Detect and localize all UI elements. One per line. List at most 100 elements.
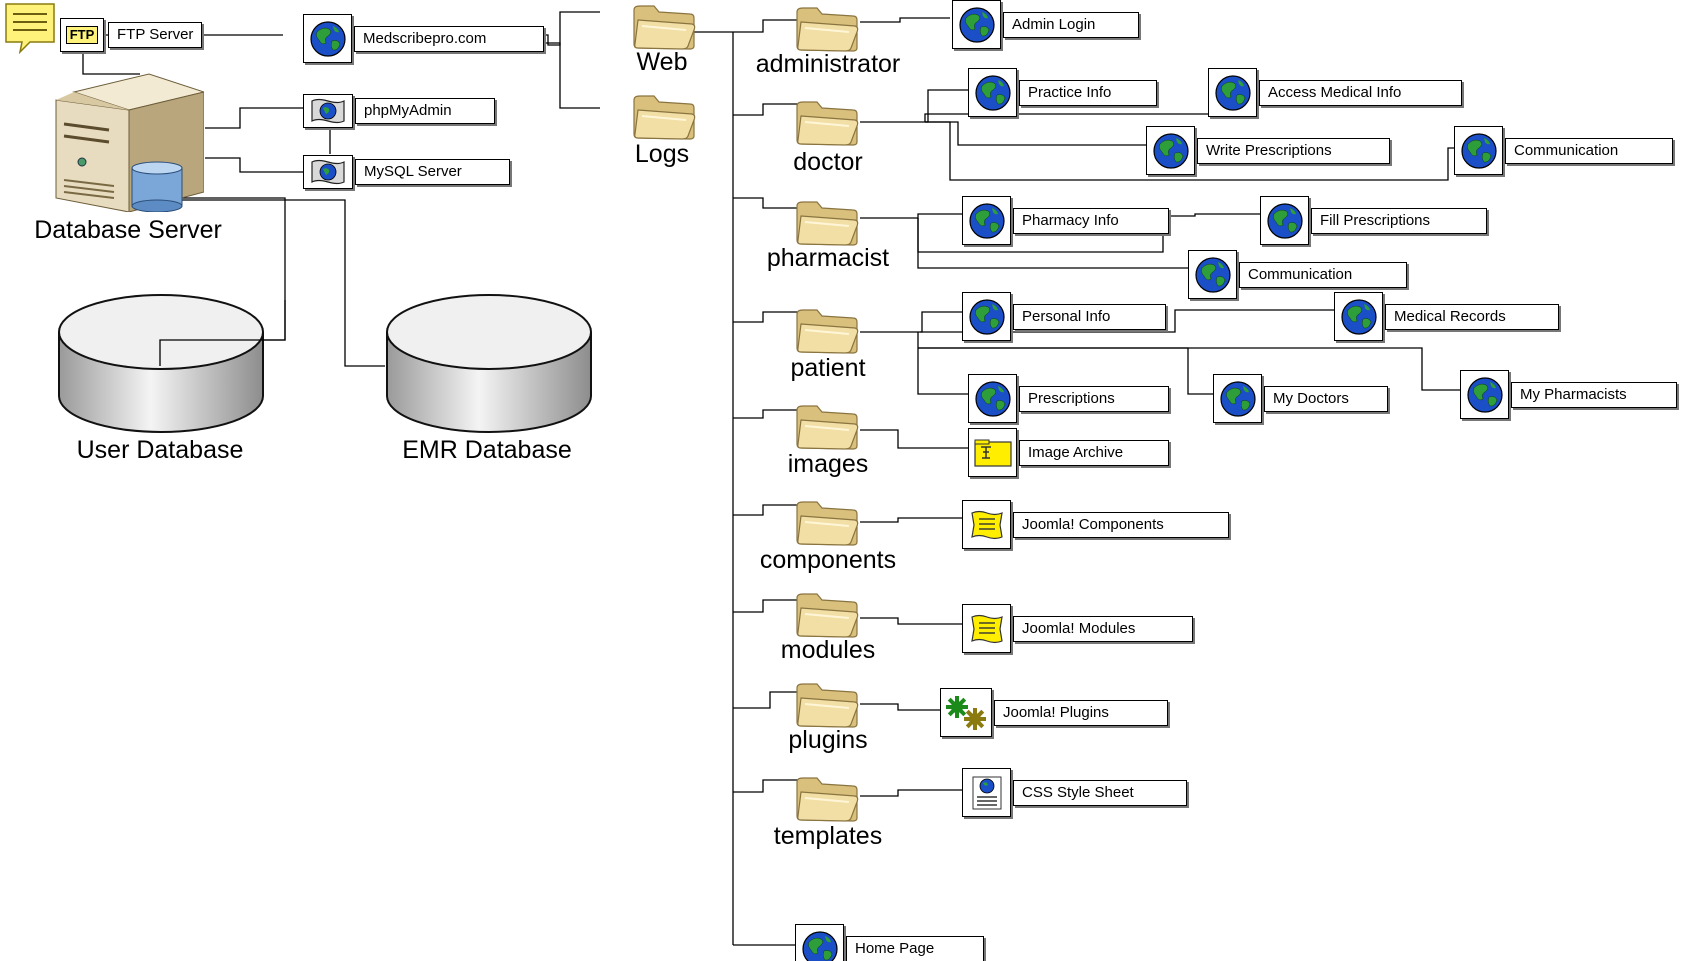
doctor-communication-label: Communication (1505, 137, 1673, 164)
image-folder-icon (968, 428, 1017, 477)
mysql-server-node[interactable]: MySQL Server (303, 155, 510, 189)
folder-doctor-icon[interactable] (795, 100, 861, 151)
prescriptions-node[interactable]: Prescriptions (968, 374, 1169, 423)
pharmacist-communication-label: Communication (1239, 261, 1407, 288)
my-pharmacists-label: My Pharmacists (1511, 381, 1677, 408)
folder-administrator-icon[interactable] (795, 6, 861, 57)
globe-icon (1454, 126, 1503, 175)
folder-administrator-label: administrator (755, 50, 901, 78)
globe-icon (952, 0, 1001, 49)
ftp-server-node[interactable]: FTP FTP Server (60, 18, 203, 52)
folder-modules-icon[interactable] (795, 592, 861, 643)
note-icon (4, 2, 56, 59)
folder-plugins-icon[interactable] (795, 682, 861, 733)
admin-login-label: Admin Login (1003, 11, 1139, 38)
personal-info-node[interactable]: Personal Info (962, 292, 1166, 341)
database-server-label: Database Server (34, 216, 222, 244)
medscribepro-label: Medscribepro.com (354, 25, 544, 52)
home-page-label: Home Page (846, 935, 984, 961)
folder-plugins-label: plugins (788, 726, 868, 754)
joomla-plugins-node[interactable]: Joomla! Plugins (940, 688, 1168, 737)
globe-icon (1146, 126, 1195, 175)
folder-pharmacist-label: pharmacist (766, 244, 890, 272)
user-database-label: User Database (76, 436, 244, 464)
my-doctors-node[interactable]: My Doctors (1213, 374, 1388, 423)
pharmacy-info-node[interactable]: Pharmacy Info (962, 196, 1169, 245)
script-icon (303, 94, 353, 128)
user-database-icon (56, 292, 266, 439)
phpmyadmin-label: phpMyAdmin (355, 98, 495, 124)
my-doctors-label: My Doctors (1264, 385, 1388, 412)
script-scroll-icon (962, 604, 1011, 653)
mysql-server-label: MySQL Server (355, 159, 510, 185)
joomla-modules-label: Joomla! Modules (1013, 615, 1193, 642)
access-medical-info-label: Access Medical Info (1259, 79, 1462, 106)
script-icon (303, 155, 353, 189)
folder-components-icon[interactable] (795, 500, 861, 551)
medscribepro-node[interactable]: Medscribepro.com (303, 14, 544, 63)
joomla-plugins-label: Joomla! Plugins (994, 699, 1168, 726)
folder-modules-label: modules (780, 636, 876, 664)
admin-login-node[interactable]: Admin Login (952, 0, 1139, 49)
pharmacist-communication-node[interactable]: Communication (1188, 250, 1407, 299)
globe-icon (968, 374, 1017, 423)
fill-prescriptions-node[interactable]: Fill Prescriptions (1260, 196, 1487, 245)
fill-prescriptions-label: Fill Prescriptions (1311, 207, 1487, 234)
pharmacy-info-label: Pharmacy Info (1013, 207, 1169, 234)
image-archive-node[interactable]: Image Archive (968, 428, 1169, 477)
joomla-modules-node[interactable]: Joomla! Modules (962, 604, 1193, 653)
joomla-components-label: Joomla! Components (1013, 511, 1229, 538)
personal-info-label: Personal Info (1013, 303, 1166, 330)
globe-icon (795, 924, 844, 961)
folder-logs-label: Logs (634, 140, 690, 168)
plugin-gears-icon (940, 688, 992, 737)
folder-web-icon[interactable] (632, 4, 698, 55)
globe-icon (962, 196, 1011, 245)
medical-records-label: Medical Records (1385, 303, 1559, 330)
my-pharmacists-node[interactable]: My Pharmacists (1460, 370, 1677, 419)
database-server-icon (54, 72, 206, 217)
joomla-components-node[interactable]: Joomla! Components (962, 500, 1229, 549)
globe-icon (1260, 196, 1309, 245)
folder-patient-icon[interactable] (795, 308, 861, 359)
globe-icon (303, 14, 352, 63)
folder-logs-icon[interactable] (632, 94, 698, 145)
emr-database-label: EMR Database (402, 436, 572, 464)
ftp-icon-text: FTP (65, 26, 99, 44)
folder-web-label: Web (636, 48, 688, 76)
folder-templates-label: templates (773, 822, 883, 850)
image-archive-label: Image Archive (1019, 439, 1169, 466)
doctor-communication-node[interactable]: Communication (1454, 126, 1673, 175)
css-style-sheet-node[interactable]: CSS Style Sheet (962, 768, 1187, 817)
folder-templates-icon[interactable] (795, 776, 861, 827)
ftp-folder-icon: FTP (60, 18, 104, 52)
ftp-server-label: FTP Server (108, 22, 203, 48)
css-style-sheet-label: CSS Style Sheet (1013, 779, 1187, 806)
globe-icon (962, 292, 1011, 341)
folder-patient-label: patient (790, 354, 866, 382)
folder-doctor-label: doctor (793, 148, 863, 176)
home-page-node[interactable]: Home Page (795, 924, 984, 961)
folder-images-icon[interactable] (795, 404, 861, 455)
globe-icon (1334, 292, 1383, 341)
emr-database-icon (384, 292, 594, 439)
write-prescriptions-node[interactable]: Write Prescriptions (1146, 126, 1390, 175)
phpmyadmin-node[interactable]: phpMyAdmin (303, 94, 495, 128)
folder-components-label: components (759, 546, 897, 574)
script-scroll-icon (962, 500, 1011, 549)
access-medical-info-node[interactable]: Access Medical Info (1208, 68, 1462, 117)
globe-icon (1208, 68, 1257, 117)
prescriptions-label: Prescriptions (1019, 385, 1169, 412)
globe-icon (1188, 250, 1237, 299)
practice-info-node[interactable]: Practice Info (968, 68, 1157, 117)
folder-pharmacist-icon[interactable] (795, 200, 861, 251)
globe-icon (1213, 374, 1262, 423)
globe-icon (968, 68, 1017, 117)
write-prescriptions-label: Write Prescriptions (1197, 137, 1390, 164)
globe-icon (1460, 370, 1509, 419)
medical-records-node[interactable]: Medical Records (1334, 292, 1559, 341)
folder-images-label: images (787, 450, 869, 478)
